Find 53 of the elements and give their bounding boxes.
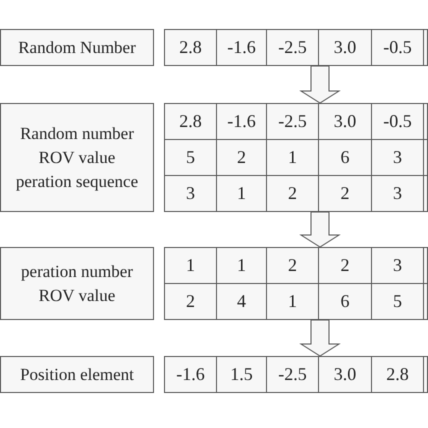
table-cell-text: 1 [288,146,297,169]
data-table [164,29,428,66]
table-cell-text: -1.6 [176,363,205,386]
label-box [0,356,154,393]
table-cell-text: 3.0 [334,110,356,133]
table-cell-text: -0.5 [383,110,412,133]
table-cell-text: 1 [237,182,246,205]
row-label: ROV value [38,284,116,306]
row-label: Random number [20,122,134,144]
data-table [164,247,428,320]
table-cell-text: 6 [340,146,350,169]
table-cell-text: 6 [340,290,350,313]
block-arrow [299,212,341,248]
table-cell-text: 2.8 [386,363,409,386]
table-cell-text: 5 [393,290,402,313]
row-label: Position element [20,364,134,386]
table-cell-text: -2.5 [278,36,307,59]
table-cell-text: 2 [288,182,297,205]
table-cell-text: 2.8 [179,36,202,59]
table-cell-text: -0.5 [383,36,412,59]
label-box [0,247,154,320]
table-cell-text: 3 [393,146,402,169]
table-cell-text: -1.6 [227,110,256,133]
table-cell-text: 3 [393,182,402,205]
table-cell-text: -1.6 [227,36,256,59]
table-cell-text: 4 [237,290,246,313]
row-label: ROV value [38,146,116,168]
table-cell-text: 2 [186,290,195,313]
data-table [164,103,428,212]
table-cell-text: 2.8 [179,110,202,133]
table-cell-text: 3.0 [334,36,356,59]
table-cell-text: 2 [340,182,350,205]
table-cell-text: 1 [237,254,246,277]
row-label: peration sequence [16,170,138,193]
table-cell-text: 1 [186,254,195,277]
table-cell-text: 3 [393,254,402,277]
table-cell-text: 5 [186,146,195,169]
label-box [0,103,154,212]
table-cell-text: -2.5 [278,363,307,386]
table-cell-text: 3.0 [334,363,356,386]
table-cell-text: 2 [288,254,297,277]
table-cell-text: 3 [186,182,195,205]
table-cell-text: 2 [340,254,350,277]
block-arrow [299,320,341,357]
table-cell-text: -2.5 [278,110,307,133]
row-label: peration number [21,260,133,283]
table-cell-text: 1 [288,290,297,313]
table-cell-text: 2 [237,146,246,169]
row-label: Random Number [18,36,136,58]
block-arrow [299,66,341,104]
data-table [164,356,428,393]
label-box [0,29,154,66]
table-cell-text: 1.5 [230,363,253,386]
